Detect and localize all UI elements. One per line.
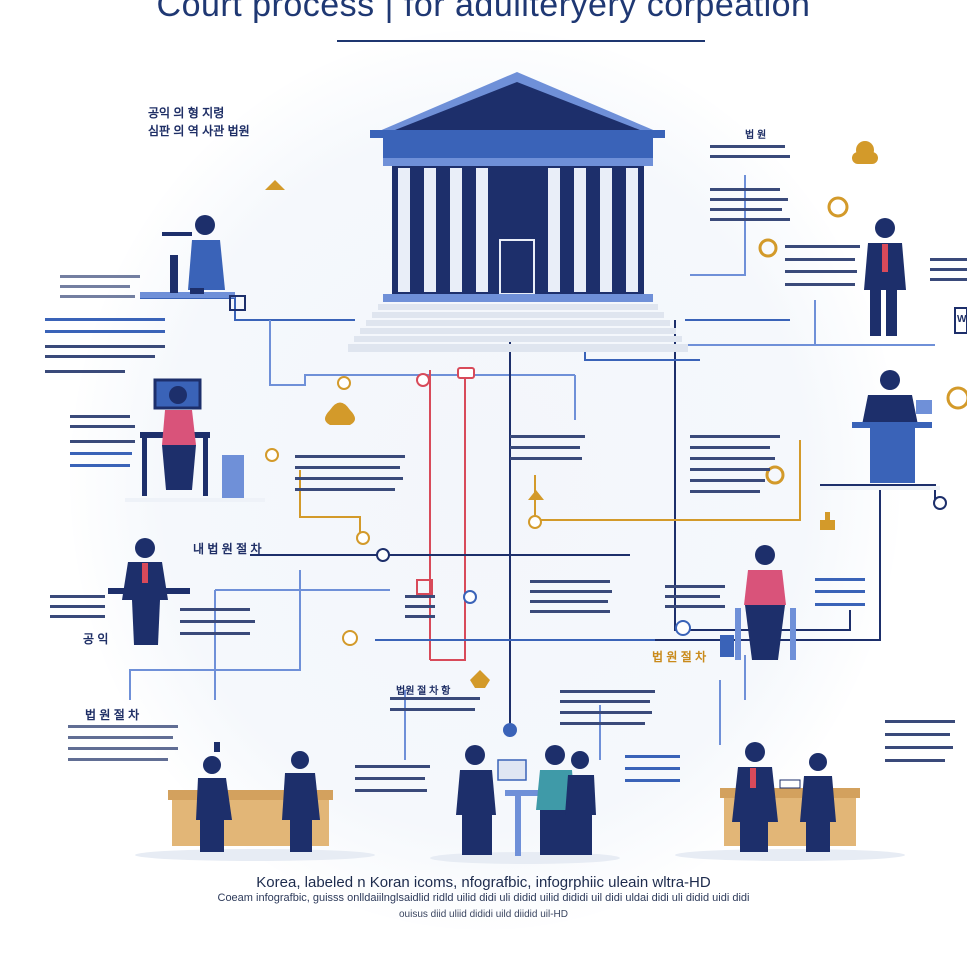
text-block-lower-center xyxy=(390,690,655,725)
footer-line-3: ouisus diid uliid dididi uild diidid uil… xyxy=(399,909,568,920)
text-block-left-mid xyxy=(70,415,135,467)
text-block-lower-left xyxy=(68,725,178,761)
label-mid-left: 내 법 원 절 차 xyxy=(193,542,262,556)
gold-icons xyxy=(265,141,967,688)
person-at-desk-icon xyxy=(125,378,265,502)
text-block-center xyxy=(510,435,585,460)
footer-line-2: Coeam infografbic, guisss onlldaiilnglsa… xyxy=(217,892,750,904)
person-at-laptop-icon xyxy=(140,215,235,298)
text-block-right-mid xyxy=(665,578,865,608)
person-seated-man-icon xyxy=(108,538,190,645)
meeting-table-right-icon xyxy=(675,742,905,861)
page-title: Court process | for adullteryery corpeat… xyxy=(156,0,811,24)
text-block-right-top xyxy=(710,145,790,221)
label-right-mid: 법 원 절 차 xyxy=(652,650,707,664)
label-center-box: 법원 절 차 항 xyxy=(396,686,451,697)
text-block-center-right xyxy=(690,435,780,493)
courthouse-icon xyxy=(348,72,688,352)
text-blocks xyxy=(45,145,967,792)
text-block-lower-right xyxy=(885,720,955,762)
person-standing-man-icon xyxy=(864,218,967,336)
meeting-table-left-icon xyxy=(135,742,375,861)
small-panels xyxy=(229,295,433,595)
text-block-right-upper xyxy=(785,245,860,286)
text-block-lower-mid xyxy=(355,755,680,792)
connector-nodes xyxy=(265,367,947,737)
footer-line-1: Korea, labeled n Koran icoms, nfografbic… xyxy=(256,874,711,891)
text-block-left-upper xyxy=(45,318,165,373)
label-left-small: 공 익 xyxy=(83,632,109,646)
label-lower-left: 법 원 절 차 xyxy=(85,708,140,722)
label-wall-tag: W xyxy=(957,314,967,325)
text-block-far-right xyxy=(930,258,967,281)
text-block-center-left xyxy=(295,455,405,491)
person-at-podium-icon xyxy=(820,370,940,490)
meeting-table-center-icon xyxy=(430,745,620,864)
label-right-head: 법 원 xyxy=(745,130,767,141)
text-block-left-lower xyxy=(50,595,255,635)
text-block-top-left xyxy=(60,275,140,298)
title-underline xyxy=(337,40,705,42)
person-seated-woman-icon xyxy=(720,545,796,660)
label-top-left-2: 심판 의 역 사관 법원 xyxy=(148,124,250,138)
text-block-center-mid xyxy=(405,580,612,618)
label-top-left-1: 공익 의 형 지령 xyxy=(148,106,225,120)
